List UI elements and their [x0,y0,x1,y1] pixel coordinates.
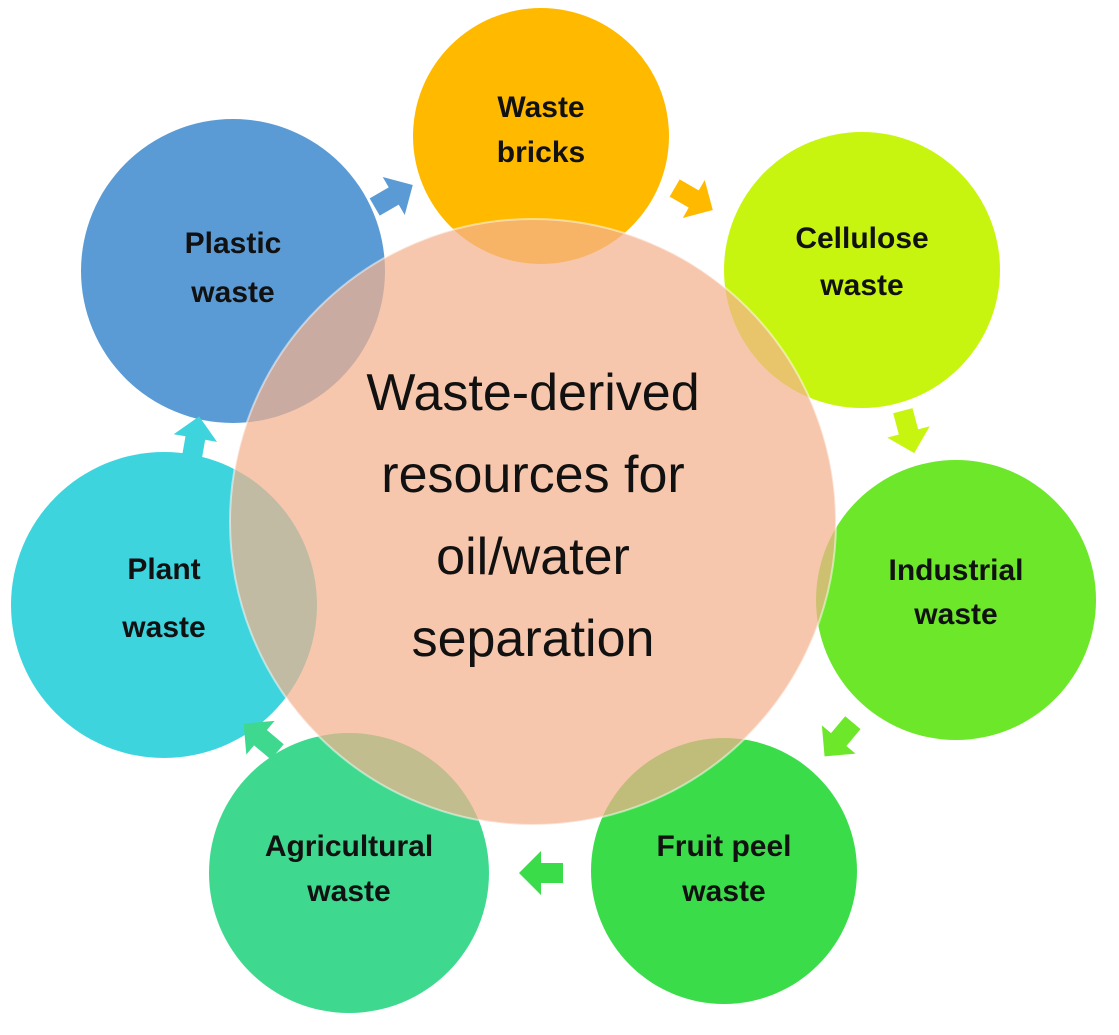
waste-bricks-circle [413,8,669,264]
agricultural-waste-label: Agricultural waste [265,830,433,908]
plant-waste-label: Plant waste [121,553,205,644]
cellulose-waste-circle [724,132,1000,408]
industrial-waste-label-line: Industrial [888,554,1023,587]
industrial-waste-circle [816,460,1096,740]
plastic-waste-label-line: waste [190,276,274,309]
plastic-waste-label: Plastic waste [185,227,282,309]
plant-waste-label-line: waste [121,611,205,644]
center-title-line: resources for [381,446,684,504]
agricultural-waste-label-line: waste [306,875,390,908]
cellulose-waste-label-line: Cellulose [795,222,928,255]
waste-bricks-label: Waste bricks [497,91,585,169]
arrow-plastic-to-bricks [369,176,413,216]
center-title-line: separation [412,610,655,668]
fruit-peel-waste-label-line: Fruit peel [656,830,791,863]
arrow-plant-to-plastic [173,416,218,462]
industrial-waste-label-line: waste [913,598,997,631]
cellulose-waste-label-line: waste [819,269,903,302]
waste-bricks-label-line: bricks [497,136,585,169]
fruit-peel-waste-label-line: waste [681,875,765,908]
agricultural-waste-label-line: Agricultural [265,830,433,863]
waste-bricks-label-line: Waste [497,91,584,124]
center-circle-group: Waste-derived resources for oil/water separ… [229,218,837,826]
flow-arrows [173,176,930,895]
industrial-waste-label: Industrial waste [888,554,1023,631]
arrow-agricultural-to-plant [243,720,284,760]
arrow-industrial-to-fruit [821,716,861,757]
cellulose-waste-label: Cellulose waste [795,222,928,302]
arrow-fruit-to-agricultural [519,851,563,895]
center-circle [229,218,837,826]
fruit-peel-waste-label: Fruit peel waste [656,830,791,908]
outer-circles [11,8,1096,1013]
center-title: Waste-derived resources for oil/water separ… [366,364,699,668]
plastic-waste-label-line: Plastic [185,227,282,260]
center-title-line: oil/water [436,528,630,586]
plant-waste-label-line: Plant [127,553,200,586]
fruit-peel-waste-circle [591,738,857,1004]
center-title-line: Waste-derived [366,364,699,422]
arrow-bricks-to-cellulose [669,179,713,219]
arrow-cellulose-to-industrial [887,408,930,454]
